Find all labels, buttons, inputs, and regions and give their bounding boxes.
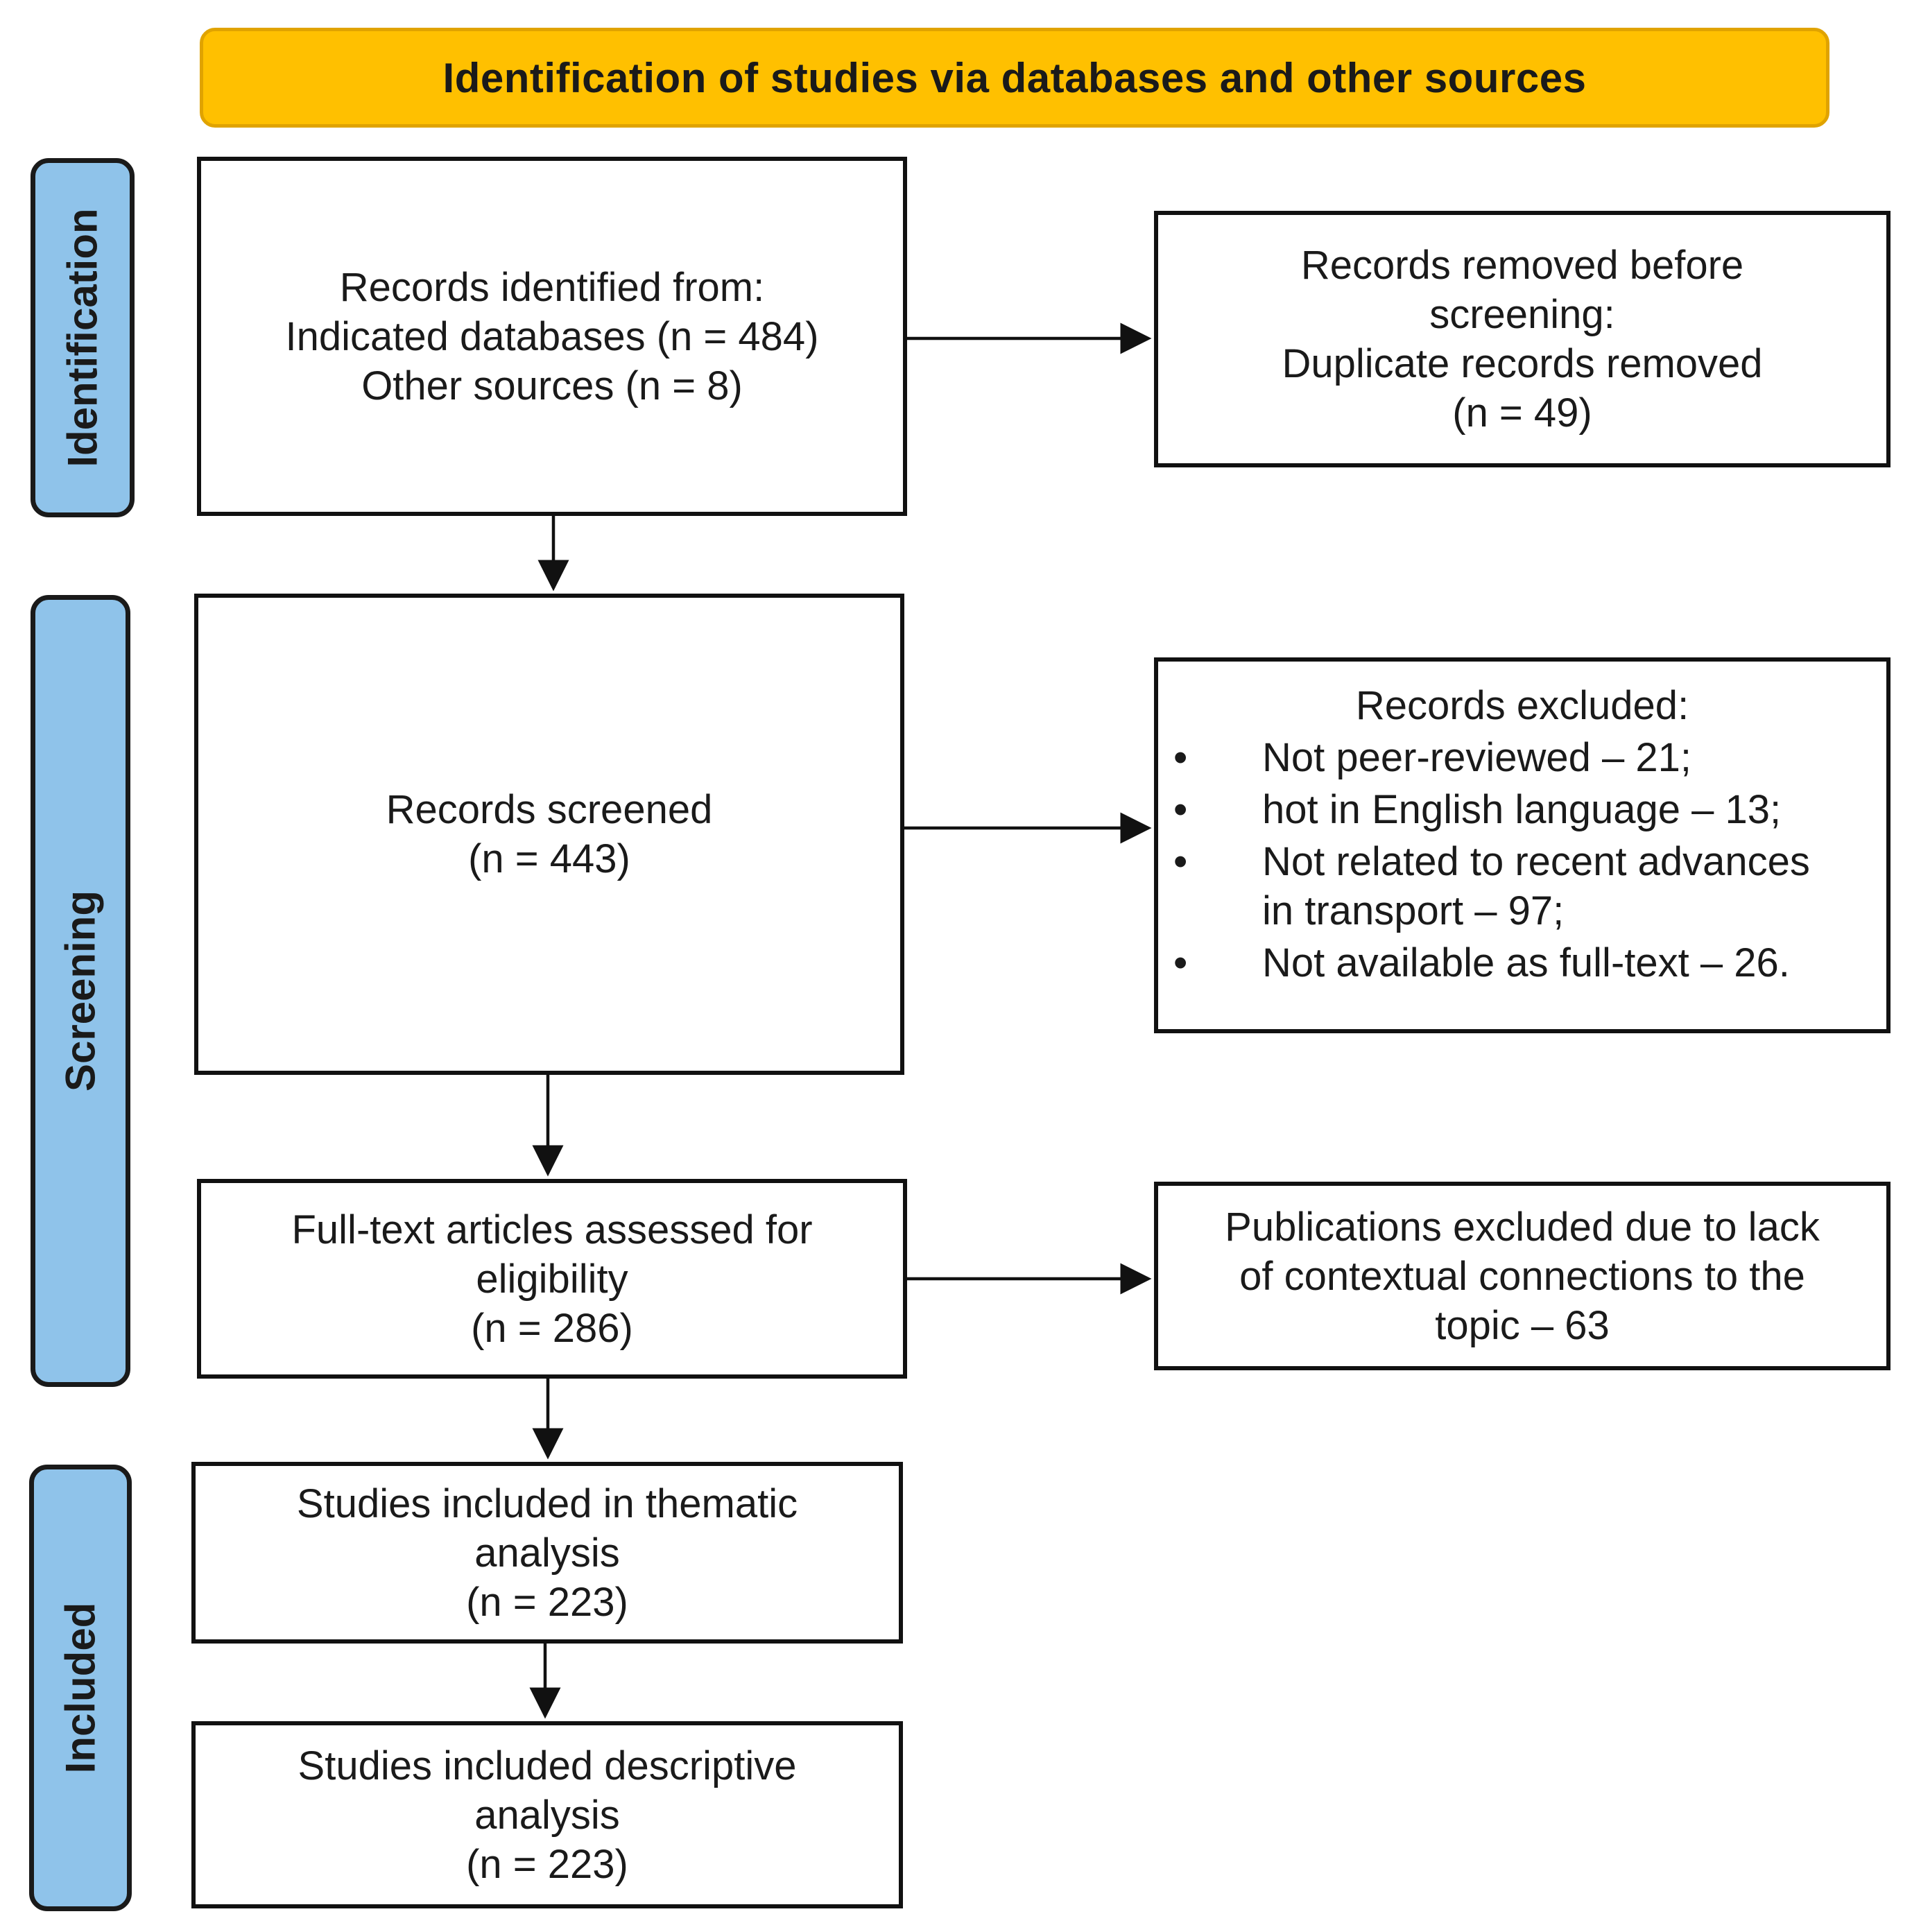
bullet-icon: • <box>1173 940 1188 985</box>
bullet-icon: • <box>1173 839 1188 884</box>
exclusion-item: • Not peer-reviewed – 21; <box>1158 733 1886 782</box>
exclusion-text: hot in English language – 13; <box>1262 787 1782 832</box>
box-line: Studies included in thematic <box>296 1481 798 1526</box>
exclusion-text: Not available as full-text – 26. <box>1262 940 1790 985</box>
box-line: Full-text articles assessed for <box>291 1207 813 1252</box>
box-line: Records removed before <box>1300 243 1744 288</box>
records-excluded-box: Records excluded: • Not peer-reviewed – … <box>1154 657 1891 1033</box>
exclusion-item: • Not related to recent advances in tran… <box>1158 837 1886 935</box>
records-removed-box: Records removed before screening: Duplic… <box>1154 211 1891 467</box>
bullet-icon: • <box>1173 787 1188 832</box>
phase-included: Included <box>29 1465 132 1911</box>
exclusion-text: Not peer-reviewed – 21; <box>1262 735 1691 780</box>
box-line: Studies included descriptive <box>298 1743 797 1788</box>
exclusion-item: • Not available as full-text – 26. <box>1158 938 1886 987</box>
exclusion-list: • Not peer-reviewed – 21; • hot in Engli… <box>1158 730 1886 987</box>
descriptive-analysis-box: Studies included descriptive analysis (n… <box>191 1721 903 1908</box>
box-line: screening: <box>1429 292 1615 337</box>
publications-excluded-box: Publications excluded due to lack of con… <box>1154 1182 1891 1370</box>
header-banner: Identification of studies via databases … <box>200 28 1829 128</box>
thematic-analysis-box: Studies included in thematic analysis (n… <box>191 1462 903 1644</box>
bullet-icon: • <box>1173 735 1188 780</box>
header-title: Identification of studies via databases … <box>442 54 1587 101</box>
box-line: Duplicate records removed <box>1282 341 1763 386</box>
box-line: Records identified from: <box>339 264 765 310</box>
records-excluded-heading: Records excluded: <box>1355 683 1689 728</box>
phase-identification: Identification <box>31 158 135 517</box>
phase-screening: Screening <box>31 595 130 1387</box>
box-line: of contextual connections to the <box>1239 1253 1805 1299</box>
box-line: (n = 223) <box>466 1841 628 1887</box>
box-line: Indicated databases (n = 484) <box>285 313 819 359</box>
exclusion-text: in transport – 97; <box>1262 888 1565 933</box>
box-line: (n = 223) <box>466 1579 628 1625</box>
box-line: (n = 443) <box>468 836 630 881</box>
box-line: (n = 286) <box>471 1305 633 1351</box>
records-screened-box: Records screened (n = 443) <box>194 594 904 1075</box>
box-line: (n = 49) <box>1452 390 1592 435</box>
records-identified-box: Records identified from: Indicated datab… <box>197 157 907 516</box>
box-line: analysis <box>474 1530 620 1576</box>
box-line: Publications excluded due to lack <box>1225 1204 1820 1250</box>
box-line: topic – 63 <box>1435 1302 1610 1348</box>
box-line: eligibility <box>476 1256 628 1302</box>
box-line: Other sources (n = 8) <box>361 363 743 408</box>
box-line: analysis <box>474 1792 620 1838</box>
full-text-assessed-box: Full-text articles assessed for eligibil… <box>197 1179 907 1379</box>
box-line: Records screened <box>386 787 713 832</box>
exclusion-text: Not related to recent advances <box>1262 839 1810 884</box>
exclusion-item: • hot in English language – 13; <box>1158 785 1886 834</box>
